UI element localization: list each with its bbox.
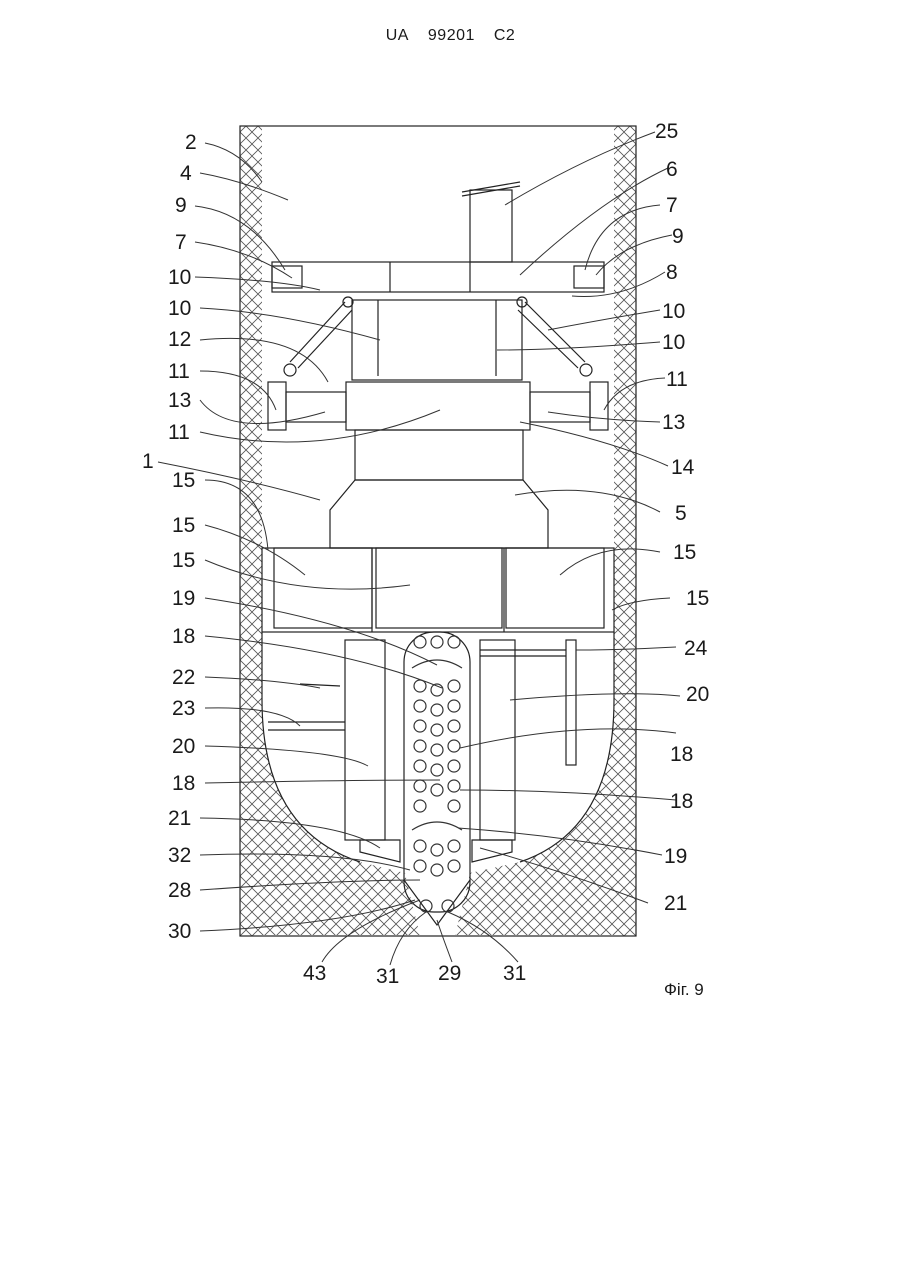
callout: 7 bbox=[666, 194, 678, 217]
callout: 18 bbox=[670, 790, 693, 813]
callout: 25 bbox=[655, 120, 678, 143]
callout: 43 bbox=[303, 962, 326, 985]
callout: 13 bbox=[662, 411, 685, 434]
callout: 15 bbox=[172, 469, 195, 492]
callout: 31 bbox=[503, 962, 526, 985]
callout: 9 bbox=[175, 194, 187, 217]
callout: 18 bbox=[172, 772, 195, 795]
callout: 12 bbox=[168, 328, 191, 351]
callout: 9 bbox=[672, 225, 684, 248]
callout: 23 bbox=[172, 697, 195, 720]
callout: 31 bbox=[376, 965, 399, 988]
callout: 20 bbox=[686, 683, 709, 706]
ground-hatching bbox=[240, 126, 636, 936]
callout: 19 bbox=[664, 845, 687, 868]
callout: 4 bbox=[180, 162, 192, 185]
callout: 6 bbox=[666, 158, 678, 181]
machine-outline bbox=[262, 182, 614, 925]
callout: 10 bbox=[168, 297, 191, 320]
callout: 21 bbox=[664, 892, 687, 915]
callout: 11 bbox=[666, 368, 688, 391]
callout: 15 bbox=[686, 587, 709, 610]
callout: 28 bbox=[168, 879, 191, 902]
callout: 29 bbox=[438, 962, 461, 985]
callout: 10 bbox=[662, 331, 685, 354]
callout: 13 bbox=[168, 389, 191, 412]
callout: 10 bbox=[662, 300, 685, 323]
cutter-holes bbox=[412, 636, 462, 912]
callout: 24 bbox=[684, 637, 708, 660]
callout: 15 bbox=[172, 549, 195, 572]
callout: 19 bbox=[172, 587, 195, 610]
callout: 15 bbox=[172, 514, 195, 537]
callout: 11 bbox=[168, 421, 190, 444]
callout: 1 bbox=[142, 450, 154, 473]
callout: 8 bbox=[666, 261, 678, 284]
callout: 20 bbox=[172, 735, 195, 758]
callout: 22 bbox=[172, 666, 195, 689]
callout: 21 bbox=[168, 807, 191, 830]
callout: 11 bbox=[168, 360, 190, 383]
callout: 10 bbox=[168, 266, 191, 289]
callout: 15 bbox=[673, 541, 696, 564]
callout: 32 bbox=[168, 844, 191, 867]
callout: 7 bbox=[175, 231, 187, 254]
callout: 30 bbox=[168, 920, 191, 943]
callout: 14 bbox=[671, 456, 695, 479]
callout: 2 bbox=[185, 131, 197, 154]
callout: 18 bbox=[670, 743, 693, 766]
figure-caption: Фіг. 9 bbox=[664, 980, 704, 1000]
callout: 18 bbox=[172, 625, 195, 648]
callout: 5 bbox=[675, 502, 687, 525]
